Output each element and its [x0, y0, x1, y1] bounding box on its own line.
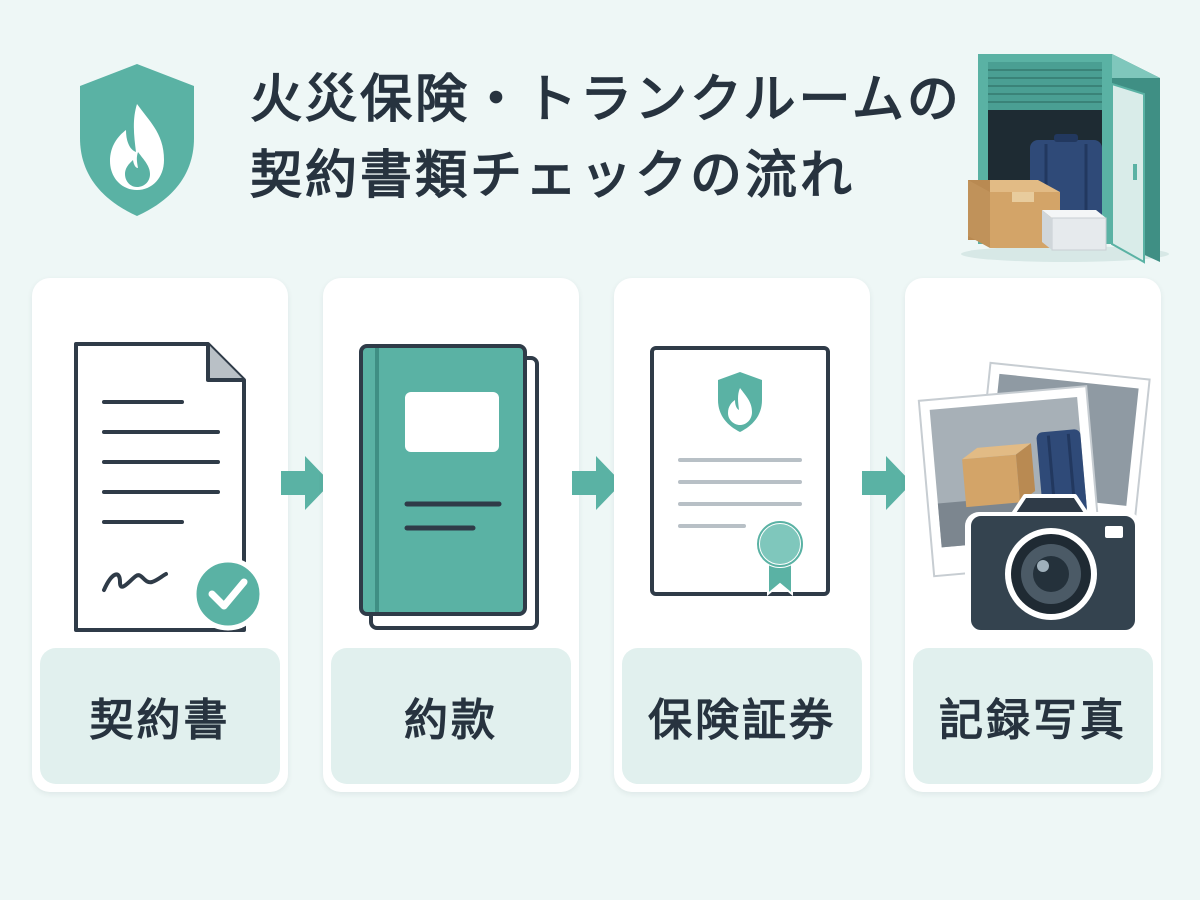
arrow-right-icon — [572, 456, 622, 510]
storage-unit-illustration — [961, 54, 1169, 264]
step-card-contract: 契約書 — [32, 278, 288, 792]
header: 火災保険・トランクルームの 契約書類チェックの流れ — [0, 0, 1200, 264]
step-label-box: 約款 — [331, 648, 571, 784]
step-label: 約款 — [404, 695, 498, 746]
arrow-right-icon — [862, 456, 912, 510]
step-card-terms: 約款 — [323, 278, 579, 792]
terms-book-icon — [359, 344, 539, 630]
page-title: 火災保険・トランクルームの 契約書類チェックの流れ — [250, 62, 962, 214]
step-label: 契約書 — [89, 695, 231, 746]
title-line-2: 契約書類チェックの流れ — [250, 146, 856, 206]
fire-shield-icon — [80, 64, 194, 216]
step-card-certificate: 保険証券 — [614, 278, 870, 792]
step-label: 記録写真 — [939, 695, 1127, 746]
title-line-1: 火災保険・トランクルームの — [250, 70, 962, 130]
step-label-box: 記録写真 — [913, 648, 1153, 784]
record-photos-camera-icon — [917, 361, 1151, 636]
step-label-box: 契約書 — [40, 648, 280, 784]
insurance-certificate-icon — [650, 346, 830, 597]
arrow-right-icon — [281, 456, 331, 510]
contract-document-icon — [74, 342, 265, 632]
step-label-box: 保険証券 — [622, 648, 862, 784]
step-card-photos: 記録写真 — [905, 278, 1161, 792]
step-label: 保険証券 — [648, 695, 836, 746]
